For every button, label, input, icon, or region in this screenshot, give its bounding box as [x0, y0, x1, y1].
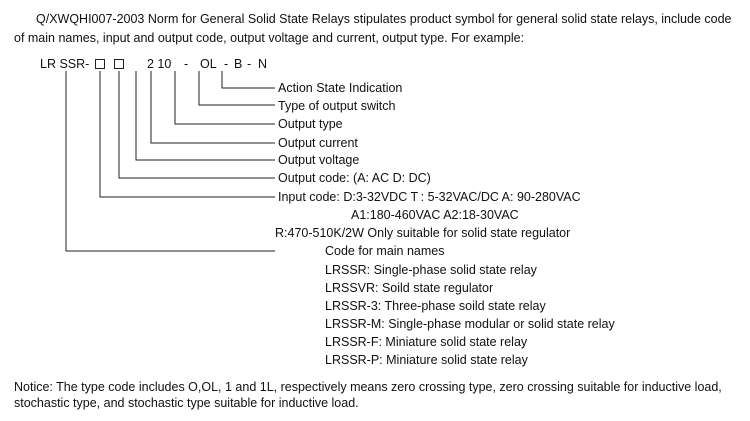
label-lrssr-m: LRSSR-M: Single-phase modular or solid s…	[325, 317, 615, 331]
code-prefix: LR SSR-	[40, 57, 90, 71]
label-output-type: Output type	[278, 117, 343, 131]
label-main-names-title: Code for main names	[325, 244, 445, 258]
label-lrssr-f: LRSSR-F: Miniature solid state relay	[325, 335, 528, 349]
input-code-placeholder-box	[95, 59, 105, 69]
notice-paragraph: Notice: The type code includes O,OL, 1 a…	[14, 380, 722, 410]
code-separator: -	[184, 57, 189, 71]
line-output-current	[150, 71, 275, 144]
code-action-state: N	[258, 57, 268, 71]
line-output-code	[118, 71, 275, 179]
line-output-voltage	[135, 71, 275, 161]
line-main-names	[65, 71, 275, 252]
label-output-switch: Type of output switch	[278, 99, 396, 113]
code-current-voltage: 2 10	[147, 57, 172, 71]
label-input-code-cont: A1:180-460VAC A2:18-30VAC	[351, 208, 519, 222]
code-separator: -	[224, 57, 229, 71]
line-output-switch	[198, 71, 275, 106]
code-output-type: OL	[200, 57, 217, 71]
label-input-code-regulator: R:470-510K/2W Only suitable for solid st…	[275, 226, 571, 240]
label-action-state: Action State Indication	[278, 81, 403, 95]
code-output-switch: B	[234, 57, 243, 71]
code-separator: -	[247, 57, 252, 71]
label-lrssr-3: LRSSR-3: Three-phase soild state relay	[325, 299, 546, 313]
label-input-code: Input code: D:3-32VDC T : 5-32VAC/DC A: …	[278, 190, 581, 204]
line-input-code	[99, 71, 275, 198]
line-output-type	[174, 71, 275, 125]
intro-paragraph: Q/XWQHI007-2003 Norm for General Solid S…	[14, 12, 732, 45]
label-output-current: Output current	[278, 136, 358, 150]
output-code-placeholder-box	[114, 59, 124, 69]
label-lrssr: LRSSR: Single-phase solid state relay	[325, 263, 537, 277]
label-lrssvr: LRSSVR: Soild state regulator	[325, 281, 494, 295]
label-lrssr-p: LRSSR-P: Miniature solid state relay	[325, 353, 528, 367]
label-output-code: Output code: (A: AC D: DC)	[278, 171, 431, 185]
label-output-voltage: Output voltage	[278, 153, 360, 167]
line-action-state	[221, 71, 275, 89]
